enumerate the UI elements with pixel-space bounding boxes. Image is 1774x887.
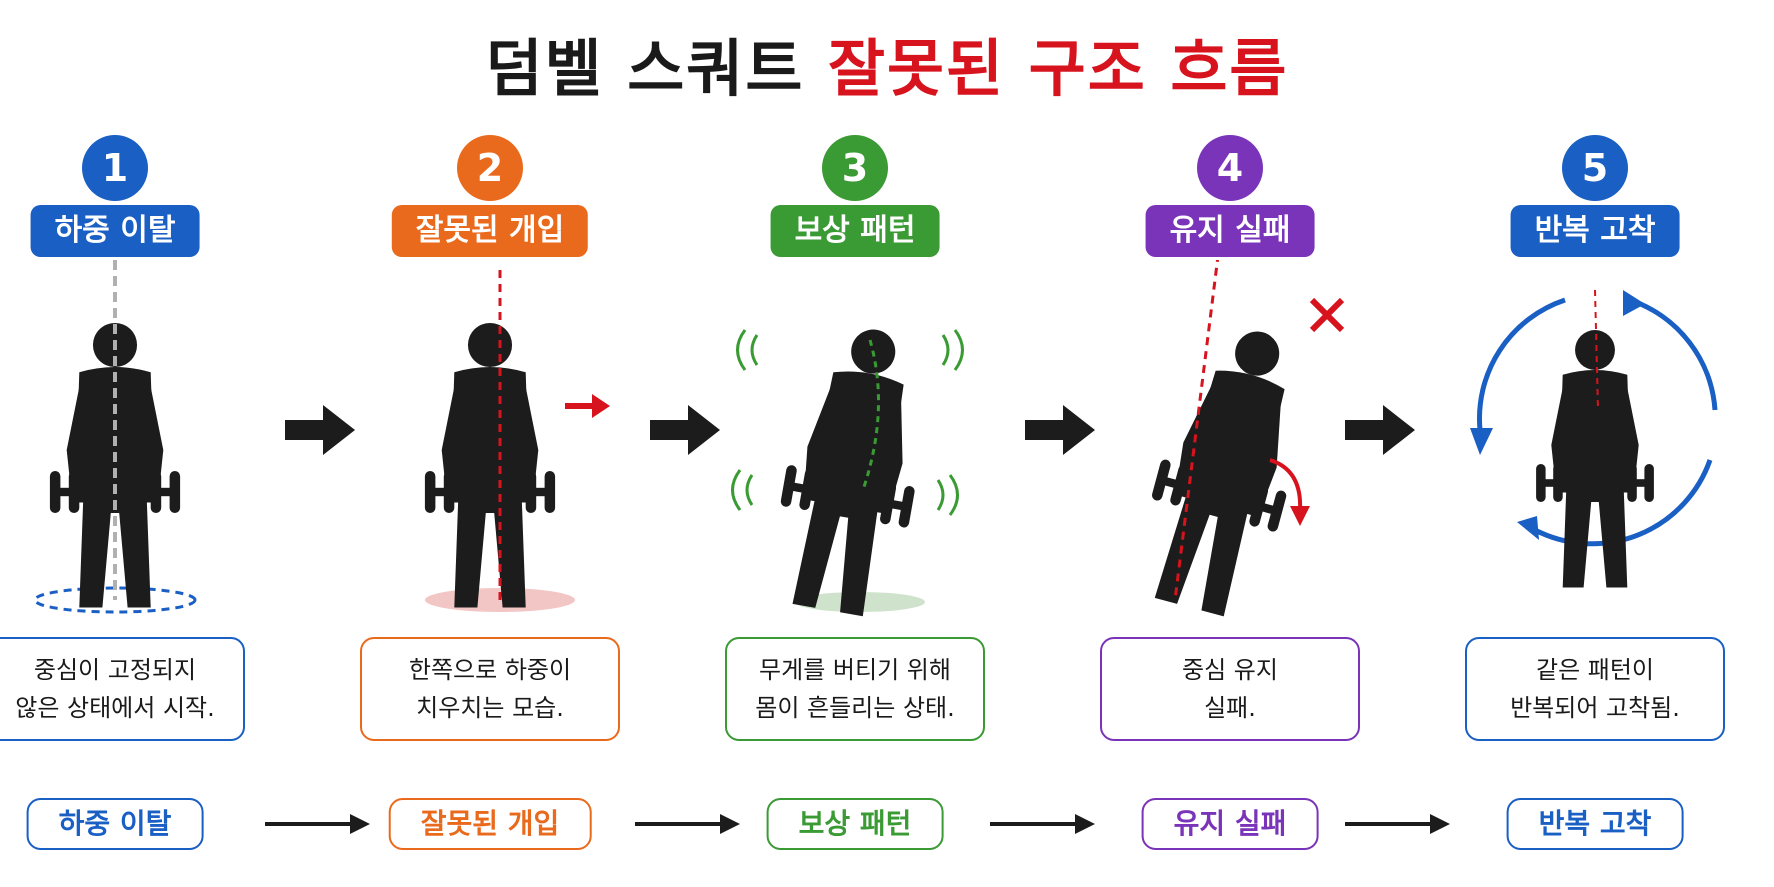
flow-label: 유지 실패 <box>1141 798 1319 850</box>
desc-line: 않은 상태에서 시작. <box>15 694 215 722</box>
step-label: 반복 고착 <box>1510 205 1680 257</box>
step-number: 4 <box>1197 135 1263 201</box>
step-number: 2 <box>457 135 523 201</box>
flow-label: 보상 패턴 <box>766 798 944 850</box>
arrow-right-icon <box>1345 405 1415 455</box>
desc-line: 반복되어 고착됨. <box>1510 694 1680 722</box>
figure-load-deviation <box>33 260 197 614</box>
figure-compensation-pattern <box>731 321 964 619</box>
step-number: 1 <box>82 135 148 201</box>
title-red: 잘못된 구조 흐름 <box>827 32 1289 105</box>
cycle-arrows-icon <box>1476 297 1718 547</box>
desc-line: 한쪽으로 하중이 <box>408 656 572 684</box>
desc-line: 중심이 고정되지 <box>33 656 197 684</box>
step-1: 1 하중 이탈 중심이 고정되지 않은 상태에서 시작. 하중 이탈 <box>0 0 265 887</box>
step-label: 잘못된 개입 <box>391 205 589 257</box>
step-description: 중심이 고정되지 않은 상태에서 시작. <box>0 637 245 741</box>
flow-label: 하중 이탈 <box>26 798 204 850</box>
desc-line: 몸이 흔들리는 상태. <box>755 694 955 722</box>
desc-line: 중심 유지 <box>1182 656 1278 684</box>
step-number: 3 <box>822 135 888 201</box>
flow-label: 반복 고착 <box>1506 798 1684 850</box>
flow-arrow-icon <box>990 814 1095 834</box>
figure-wrong-intervention <box>424 270 610 612</box>
step-4: 4 유지 실패 중심 유지 실패. 유지 실패 <box>1080 0 1380 887</box>
flow-arrow-icon <box>1345 814 1450 834</box>
step-label: 유지 실패 <box>1145 205 1315 257</box>
desc-line: 치우치는 모습. <box>416 694 564 722</box>
step-label: 보상 패턴 <box>770 205 940 257</box>
step-3: 3 보상 패턴 무게를 버티기 위해 몸이 흔들리는 상태. 보상 패턴 <box>705 0 1005 887</box>
title-black: 덤벨 스쿼트 <box>485 32 805 105</box>
arrow-right-icon <box>650 405 720 455</box>
step-label: 하중 이탈 <box>30 205 200 257</box>
desc-line: 실패. <box>1204 694 1256 722</box>
desc-line: 같은 패턴이 <box>1535 656 1655 684</box>
arrow-right-icon <box>1025 405 1095 455</box>
page-title: 덤벨 스쿼트 잘못된 구조 흐름 <box>0 18 1774 108</box>
step-2: 2 잘못된 개입 한쪽으로 하중이 치우치는 모습. 잘못된 개입 <box>340 0 640 887</box>
step-description: 같은 패턴이 반복되어 고착됨. <box>1465 637 1725 741</box>
figure-maintenance-failure <box>1142 260 1345 620</box>
desc-line: 무게를 버티기 위해 <box>759 656 951 684</box>
arrow-right-icon <box>285 405 355 455</box>
flow-arrow-icon <box>635 814 740 834</box>
step-description: 한쪽으로 하중이 치우치는 모습. <box>360 637 620 741</box>
flow-arrow-icon <box>265 814 370 834</box>
step-5: 5 반복 고착 같은 패턴이 반복되어 고착됨. 반복 고착 <box>1445 0 1745 887</box>
flow-label: 잘못된 개입 <box>388 798 592 850</box>
x-icon <box>1309 297 1345 333</box>
step-description: 무게를 버티기 위해 몸이 흔들리는 상태. <box>725 637 985 741</box>
step-number: 5 <box>1562 135 1628 201</box>
figure-repetition-fixation <box>1470 289 1718 588</box>
step-description: 중심 유지 실패. <box>1100 637 1360 741</box>
